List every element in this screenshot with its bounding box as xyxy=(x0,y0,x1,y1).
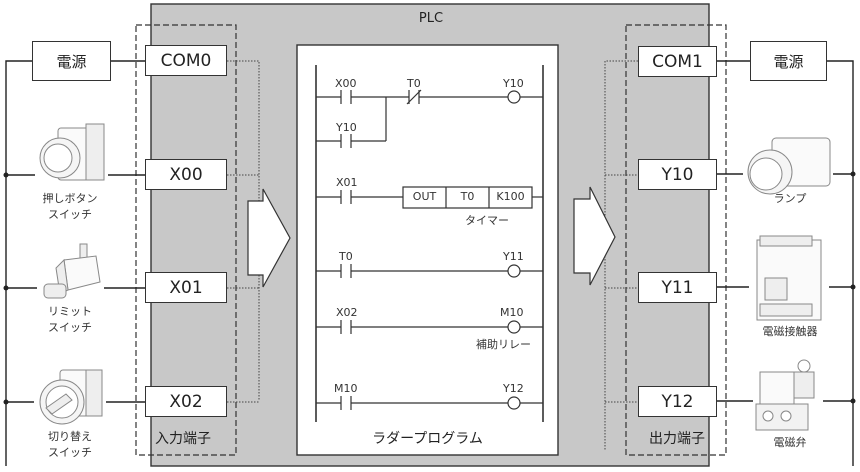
output-terminal-group xyxy=(625,24,727,456)
rung-5 xyxy=(316,396,543,410)
rung-3 xyxy=(316,264,543,278)
selector-switch-label-line1: 切り替え xyxy=(48,430,92,443)
junction-dot xyxy=(3,285,9,291)
limit-switch-label-line2: スイッチ xyxy=(48,321,92,334)
input-terminal-label: 入力端子 xyxy=(155,431,211,447)
coil-label: Y11 xyxy=(503,250,524,263)
contact-label: M10 xyxy=(334,382,358,395)
selector-switch-label-line2: スイッチ xyxy=(48,446,92,459)
terminal-y12: Y12 xyxy=(638,386,717,417)
input-terminal-group xyxy=(135,24,237,456)
terminal-x02: X02 xyxy=(145,386,227,417)
ladder-title: ラダープログラム xyxy=(372,431,483,447)
lamp-label: ランプ xyxy=(773,192,807,205)
contact-label: Y10 xyxy=(336,121,357,134)
magnetic-contactor-label: 電磁接触器 xyxy=(762,325,818,338)
terminal-com1: COM1 xyxy=(638,46,717,77)
lamp-icon xyxy=(747,137,831,195)
input-arrow-icon xyxy=(247,188,291,288)
rung-2 xyxy=(316,186,543,209)
contact-label: T0 xyxy=(407,77,421,90)
junction-dot xyxy=(850,171,856,177)
solenoid-valve-icon xyxy=(755,359,815,431)
push-button-label-line2: スイッチ xyxy=(48,208,92,221)
coil-label: M10 xyxy=(500,306,524,319)
magnetic-contactor-icon xyxy=(756,235,822,321)
ladder-rails xyxy=(315,65,544,422)
push-button-label: 押しボタン スイッチ xyxy=(30,191,110,223)
input-internal-lines xyxy=(227,60,260,403)
input-power-supply: 電源 xyxy=(32,41,111,81)
instruction-op: OUT xyxy=(412,190,437,203)
terminal-x00: X00 xyxy=(145,159,227,190)
push-button-label-line1: 押しボタン xyxy=(42,192,98,205)
ladder-frame xyxy=(296,44,559,456)
coil-label: Y12 xyxy=(503,382,524,395)
contact-label: X00 xyxy=(335,77,357,90)
instruction-constant: K100 xyxy=(496,190,525,203)
output-power-supply: 電源 xyxy=(750,41,827,81)
junction-dot xyxy=(850,284,856,290)
terminal-y10: Y10 xyxy=(638,159,717,190)
selector-switch-icon xyxy=(39,369,103,425)
rung-4 xyxy=(316,320,543,334)
rung-1 xyxy=(316,89,543,148)
contact-label: X01 xyxy=(336,176,358,189)
contact-label: T0 xyxy=(339,250,353,263)
aux-relay-note: 補助リレー xyxy=(476,338,531,351)
coil-label: Y10 xyxy=(503,77,524,90)
junction-dot xyxy=(3,172,9,178)
terminal-com0: COM0 xyxy=(145,45,227,76)
selector-switch-label: 切り替え スイッチ xyxy=(30,429,110,461)
junction-dot xyxy=(850,398,856,404)
limit-switch-label: リミット スイッチ xyxy=(30,304,110,336)
input-wiring xyxy=(5,60,145,466)
plc-title: PLC xyxy=(418,11,444,26)
push-button-switch-icon xyxy=(39,123,105,181)
output-arrow-icon xyxy=(573,186,616,286)
instruction-device: T0 xyxy=(460,190,475,203)
output-internal-lines xyxy=(604,60,638,450)
output-wiring xyxy=(717,60,854,466)
limit-switch-icon xyxy=(43,243,101,299)
junction-dot xyxy=(3,399,9,405)
output-terminal-label: 出力端子 xyxy=(649,431,705,447)
contact-label: X02 xyxy=(336,306,358,319)
solenoid-valve-label: 電磁弁 xyxy=(773,436,807,449)
terminal-x01: X01 xyxy=(145,272,227,303)
limit-switch-label-line1: リミット xyxy=(48,305,92,318)
timer-note: タイマー xyxy=(465,214,509,227)
terminal-y11: Y11 xyxy=(638,272,717,303)
